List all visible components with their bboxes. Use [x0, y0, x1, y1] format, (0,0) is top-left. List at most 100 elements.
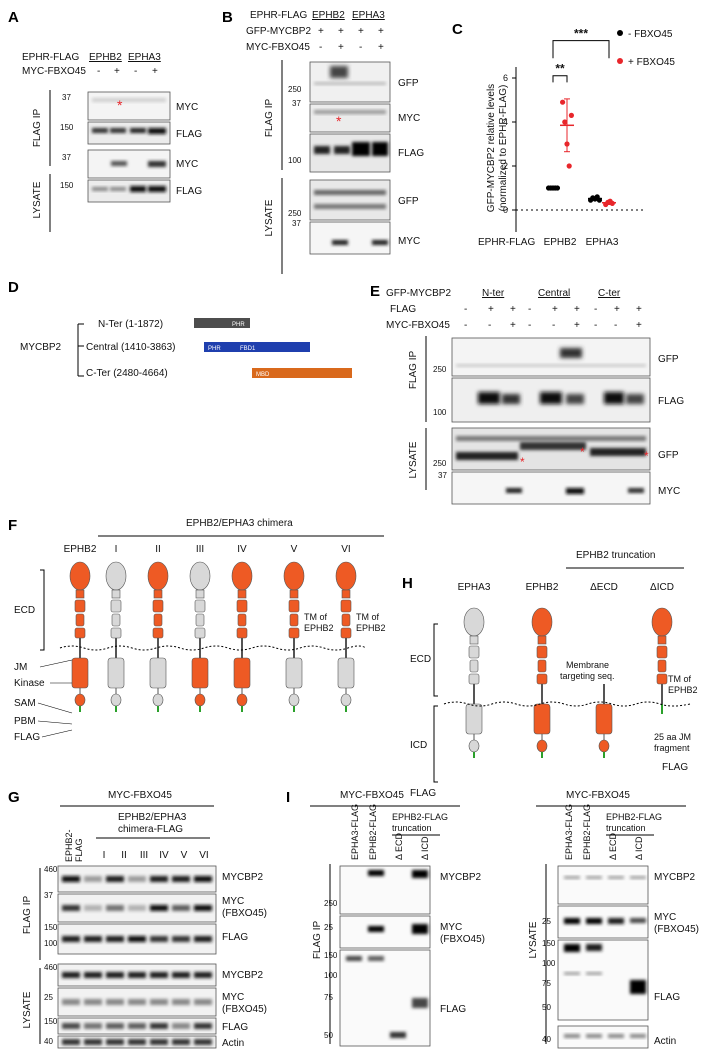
- blot-band: [62, 1023, 80, 1029]
- panel-label-a: A: [8, 9, 19, 26]
- g-blot-ip-myc: [57, 893, 217, 923]
- blot-band: [630, 1034, 646, 1038]
- e-ephb2-flag-label: FLAG: [390, 304, 416, 315]
- g-mw-marker: 100: [44, 939, 58, 948]
- tm-domain: [236, 627, 248, 639]
- a-blot-ip-myc: *: [87, 91, 171, 121]
- e-gfp-label-1: GFP: [658, 354, 679, 365]
- blot-band: [368, 956, 384, 961]
- ligand-binding-domain: [189, 561, 211, 591]
- panel-b: B EPHR-FLAG EPHB2 EPHA3 GFP-MYCBP2 + + +…: [222, 9, 424, 274]
- i-trunc-lane: Δ ICD: [420, 836, 430, 860]
- fn3-domain: [340, 599, 352, 613]
- b-myc-label-2: MYC: [398, 236, 420, 247]
- i-blot-ip-mycbp2: [339, 865, 431, 915]
- g-lane-label: II: [121, 850, 127, 861]
- f-tm-label-4: EPHB2: [356, 623, 386, 633]
- blot-band: [150, 905, 168, 911]
- f-tm-label-3: TM of: [356, 612, 380, 622]
- g-mw-marker: 460: [44, 865, 58, 874]
- blot-band: [128, 905, 146, 911]
- b-ephr-flag-label: EPHR-FLAG: [250, 10, 307, 21]
- panel-label-e: E: [370, 283, 380, 300]
- g-mycbp2-label-1: MYCBP2: [222, 872, 264, 883]
- blot-band: [128, 1039, 146, 1045]
- f-flag-line: [41, 729, 73, 738]
- panel-c: C - FBXO45 + FBXO45 GFP-MYCBP2 relative …: [452, 21, 675, 248]
- b-blot-ip-gfp: [309, 61, 391, 103]
- h-membrane-2: targeting seq.: [560, 671, 615, 681]
- i-blot-ip-myc: [339, 915, 431, 949]
- blot-band: [150, 1039, 168, 1045]
- i-ly-fbxo45: (FBXO45): [654, 924, 699, 935]
- blot-band: [564, 1034, 580, 1038]
- g-blot-ip-flag: [57, 923, 217, 955]
- d-row2-bar-label2: FBD1: [240, 346, 256, 352]
- sam-domain: [598, 739, 610, 753]
- g-first-lane-1: EPHB2-: [64, 829, 74, 862]
- e-sign-myc: +: [574, 320, 580, 331]
- blot-band: [84, 876, 102, 882]
- g-blot-ly-mycbp2: [57, 963, 217, 987]
- f-tm-label-1: TM of: [304, 612, 328, 622]
- sam-domain: [288, 693, 300, 707]
- b-myc-sign-4: +: [378, 42, 384, 53]
- sam-domain: [340, 693, 352, 707]
- fn3-domain: [341, 613, 351, 627]
- g-flag-ip-label: FLAG IP: [22, 896, 33, 935]
- blot-band: [586, 918, 602, 924]
- e-mw-1: 250: [433, 365, 447, 374]
- i-trunc-label-1: EPHB2-FLAG: [606, 812, 662, 822]
- blot-band: [564, 944, 580, 952]
- blot-band: [106, 905, 124, 911]
- i-mw-marker: 150: [324, 951, 338, 960]
- kinase-domain: [337, 657, 355, 689]
- blot-band: [194, 1039, 212, 1045]
- blot-band: [346, 956, 362, 961]
- i-mw-marker: 100: [542, 959, 556, 968]
- h-jm-2: fragment: [654, 743, 690, 753]
- e-lysate-label: LYSATE: [408, 441, 419, 478]
- e-sign-myc: +: [510, 320, 516, 331]
- b-myc-sign-2: +: [338, 42, 344, 53]
- i-ip-myc: MYC: [440, 922, 462, 933]
- kinase-domain: [233, 657, 251, 689]
- f-title: EPHB2/EPHA3 chimera: [186, 518, 293, 529]
- g-flag-label-2: FLAG: [222, 1022, 248, 1033]
- h-flag-right: FLAG: [662, 762, 688, 773]
- blot-band: [128, 876, 146, 882]
- blot-band: [194, 972, 212, 978]
- blot-band: [150, 999, 168, 1005]
- blot-band: [412, 998, 428, 1008]
- fn3-domain: [75, 613, 85, 627]
- a-flag-label-2: FLAG: [176, 186, 202, 197]
- d-row3-bar-label: MBD: [256, 372, 270, 378]
- i-trunc-label-2: truncation: [606, 823, 646, 833]
- f-tm-label-2: EPHB2: [304, 623, 334, 633]
- blot-band: [62, 972, 80, 978]
- d-row2-bar-label: PHR: [208, 346, 221, 352]
- i-trunc-label-1: EPHB2-FLAG: [392, 812, 448, 822]
- e-sign-ephb2: -: [528, 304, 531, 315]
- panel-label-i: I: [286, 789, 290, 806]
- blot-band: [586, 876, 602, 879]
- e-star-1: *: [520, 455, 525, 469]
- tm-domain: [536, 673, 548, 685]
- kinase-domain: [107, 657, 125, 689]
- blot-band: [172, 1023, 190, 1029]
- b-red-star: *: [336, 113, 342, 129]
- g-mw-marker: 37: [44, 891, 53, 900]
- e-sign-ephb2: +: [510, 304, 516, 315]
- h-column-label: EPHA3: [458, 582, 491, 593]
- c-legend-1: - FBXO45: [628, 29, 673, 40]
- b-gfp-label-2: GFP: [398, 196, 419, 207]
- c-data-point: [566, 163, 572, 169]
- blot-band: [630, 918, 646, 923]
- d-bracket: [77, 323, 84, 377]
- blot-band: [106, 972, 124, 978]
- b-mw-1: 250: [288, 85, 302, 94]
- a-red-star: *: [117, 97, 123, 113]
